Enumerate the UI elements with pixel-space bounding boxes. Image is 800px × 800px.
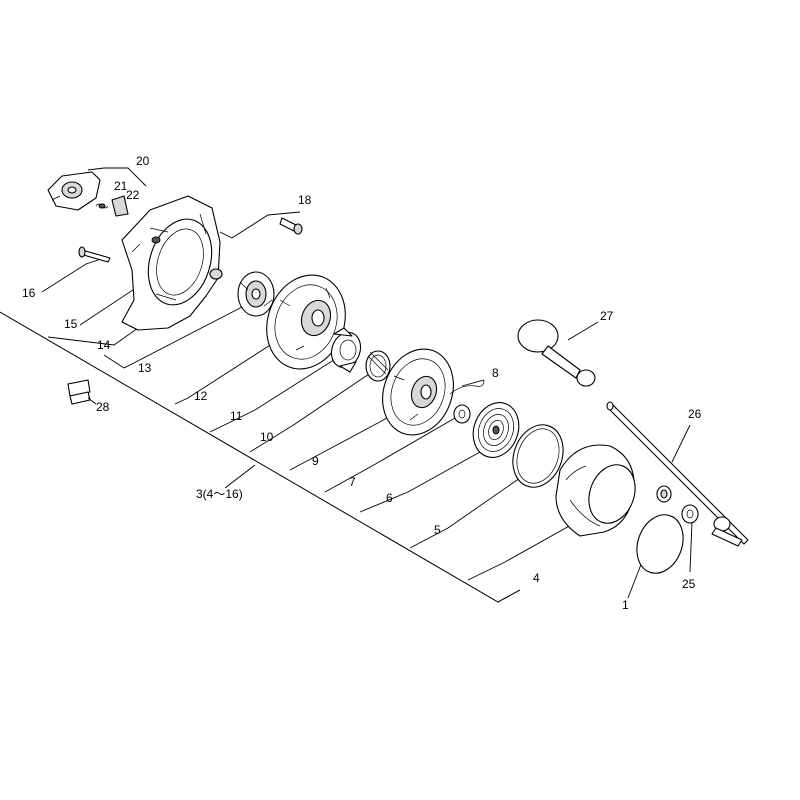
callout-13: 13 [138,361,152,375]
callout-4: 4 [533,571,540,585]
part-11-ratchet [330,327,362,373]
part-1-label [636,514,684,574]
callout-16: 16 [22,286,36,300]
assembly-bracket [0,311,521,603]
callout-3: 3(4～16) [196,487,243,501]
part-22-pawl [111,195,129,217]
callout-7: 7 [349,475,356,489]
callout-18: 18 [298,193,312,207]
callout-27: 27 [600,309,614,323]
callout-28: 28 [96,400,110,414]
part-10-spring [365,350,391,382]
callout-8: 8 [492,366,499,380]
part-7-washer [453,404,471,424]
part-6-recoil-spring [472,402,520,458]
part-27-handle [517,319,596,387]
callout-10: 10 [260,430,274,444]
part-4-cover [555,444,636,537]
part-21-spring [95,203,109,209]
part-9-reel [382,348,454,436]
callout-25: 25 [682,577,696,591]
part-25-bushing [656,485,699,524]
callout-22: 22 [126,188,140,202]
callout-9: 9 [312,454,319,468]
callout-11: 11 [230,409,243,423]
callout-1: 1 [622,598,629,612]
callout-5: 5 [434,523,441,537]
callout-26: 26 [688,407,702,421]
part-12-pulley [266,274,346,370]
part-5-gasket [512,424,564,488]
part-18-screw [279,217,303,235]
part-15-housing [121,195,223,331]
callout-14: 14 [97,338,111,352]
callout-21: 21 [114,179,128,193]
part-26-rod [606,401,749,547]
part-20-cover-plate [47,171,101,211]
callout-6: 6 [386,491,393,505]
part-8-rope-end [449,379,485,395]
leader-lines [41,167,693,599]
callout-20: 20 [136,154,150,168]
callout-labels: 1 3(4～16) 4 5 6 7 8 9 10 11 12 13 14 15 … [22,154,702,612]
callout-15: 15 [64,317,78,331]
part-16-bolt [78,246,111,263]
part-28-labels [67,379,97,405]
part-13-hub [237,271,275,317]
callout-12: 12 [194,389,208,403]
